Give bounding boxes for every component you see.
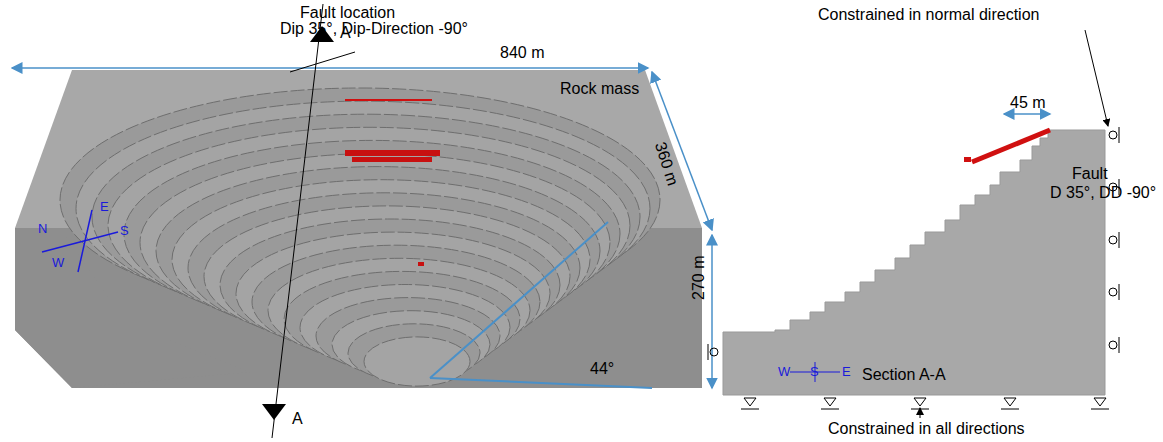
label: 45 m bbox=[1010, 94, 1046, 112]
label: A bbox=[340, 24, 351, 42]
pin-support bbox=[741, 409, 759, 410]
compass-letter: E bbox=[100, 200, 109, 214]
roller bbox=[1119, 127, 1120, 143]
section-line bbox=[272, 4, 323, 438]
compass bbox=[42, 232, 118, 252]
compass-letter: S bbox=[810, 365, 819, 379]
section-profile bbox=[723, 130, 1105, 395]
label: 840 m bbox=[500, 44, 544, 62]
label: 270 m bbox=[690, 256, 708, 300]
dimension-line bbox=[12, 67, 648, 69]
pin-support bbox=[1004, 398, 1016, 406]
pin-support bbox=[1091, 409, 1109, 410]
label: Constrained in all directions bbox=[828, 420, 1025, 438]
fault-line bbox=[972, 130, 1050, 162]
pin-support bbox=[744, 398, 756, 406]
roller bbox=[1109, 341, 1117, 349]
label: Dip 35°, Dip-Direction -90° bbox=[280, 20, 468, 38]
dimension-line bbox=[1004, 113, 1050, 115]
label: Fault bbox=[1072, 165, 1108, 183]
section-body bbox=[723, 130, 1105, 395]
pin-support bbox=[914, 398, 926, 406]
pin-support bbox=[1001, 409, 1019, 410]
label: Section A-A bbox=[862, 366, 946, 384]
label: Fault location bbox=[300, 4, 395, 22]
roller bbox=[710, 348, 718, 356]
roller bbox=[1119, 284, 1120, 300]
base-line bbox=[430, 378, 652, 388]
roller bbox=[1109, 131, 1117, 139]
support-symbols bbox=[708, 127, 1119, 409]
compass bbox=[78, 210, 92, 272]
roller bbox=[1109, 236, 1117, 244]
dimension-line bbox=[652, 72, 712, 230]
pin-support bbox=[821, 409, 839, 410]
label: Rock mass bbox=[560, 80, 639, 98]
leader-line bbox=[1085, 30, 1108, 126]
pin-support bbox=[824, 398, 836, 406]
leader-line bbox=[290, 52, 355, 72]
section-marker bbox=[262, 404, 286, 420]
label: 44° bbox=[590, 360, 614, 378]
slope-line bbox=[430, 222, 608, 378]
roller bbox=[1119, 337, 1120, 353]
pit-wall bbox=[15, 228, 250, 388]
pin-support bbox=[1094, 398, 1106, 406]
pit-terraces bbox=[15, 88, 660, 388]
fault-trace bbox=[352, 157, 432, 162]
fault-trace bbox=[418, 262, 424, 266]
roller bbox=[1119, 232, 1120, 248]
fault-line bbox=[964, 157, 971, 162]
label: D 35°, DD -90° bbox=[1050, 184, 1156, 202]
fault-trace bbox=[345, 150, 440, 156]
compass-letter: W bbox=[778, 365, 790, 379]
pin-support bbox=[911, 409, 929, 410]
roller bbox=[1109, 288, 1117, 296]
dimension-line bbox=[711, 235, 713, 388]
fault-trace bbox=[345, 99, 432, 101]
compass-letter: E bbox=[842, 365, 851, 379]
label: Constrained in normal direction bbox=[818, 6, 1039, 24]
compass-letter: N bbox=[38, 222, 47, 236]
roller bbox=[708, 344, 709, 360]
label: A bbox=[292, 410, 303, 428]
compass-letter: W bbox=[52, 256, 64, 270]
compass-letter: S bbox=[120, 224, 129, 238]
